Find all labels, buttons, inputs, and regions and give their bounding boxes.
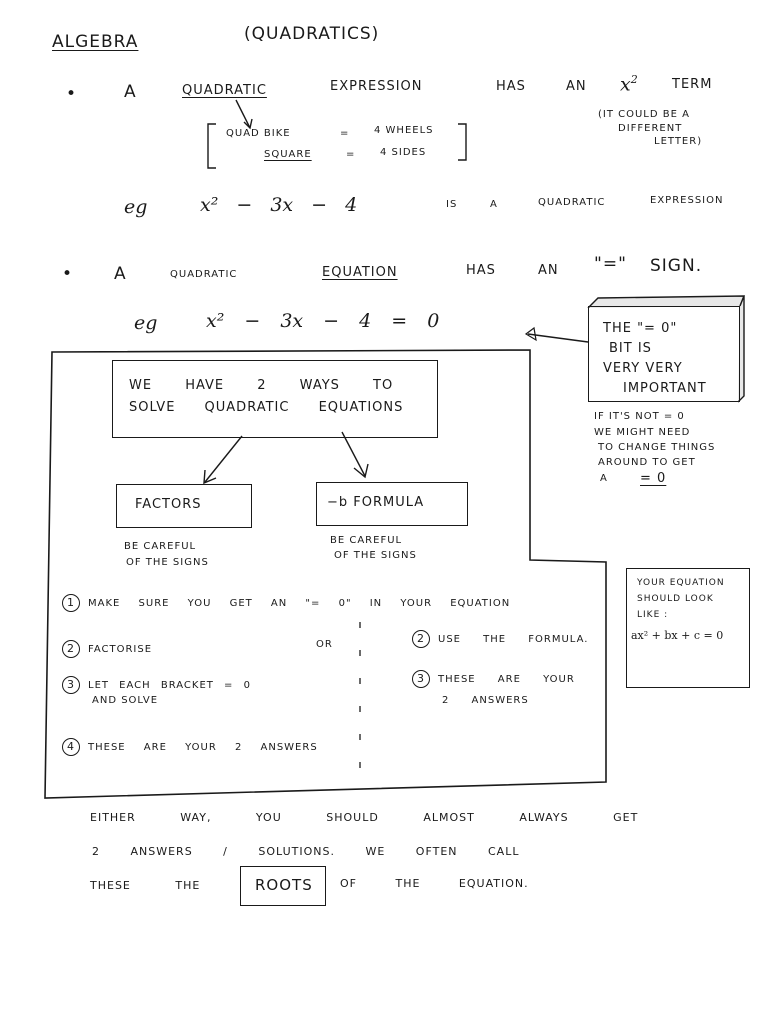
factors-caution-2: OF THE SIGNS <box>126 557 209 568</box>
bracket-4-wheels: 4 WHEELS <box>374 125 434 136</box>
step-3-line2: AND SOLVE <box>92 695 159 706</box>
important-line-4: IMPORTANT <box>623 381 707 396</box>
should-look-line-1: YOUR EQUATION <box>637 578 725 588</box>
note-zero-3: TO CHANGE THINGS <box>598 442 716 453</box>
ways-line-2: SOLVE QUADRATIC EQUATIONS <box>129 400 404 415</box>
note-zero-1: IF IT'S NOT = 0 <box>594 411 685 422</box>
formula-step-3-line2: 2 ANSWERS <box>442 695 529 706</box>
page-subtitle: (QUADRATICS) <box>244 24 380 44</box>
bullet-2: • <box>62 264 74 284</box>
formula-caution-1: BE CAREFUL <box>330 535 403 546</box>
bracket-eq-1: = <box>340 128 350 139</box>
line1-word-term: TERM <box>672 77 713 92</box>
note-zero-2: WE MIGHT NEED <box>594 427 691 438</box>
bracket-square: SQUARE <box>264 149 312 160</box>
ways-line-1: WE HAVE 2 WAYS TO <box>129 378 394 393</box>
formula-caution-2: OF THE SIGNS <box>334 550 417 561</box>
important-line-2: BIT IS <box>609 341 652 356</box>
formula-label: −b FORMULA <box>327 495 425 510</box>
line1-word-an: AN <box>566 79 587 94</box>
bracket-quad-bike: QUAD BIKE <box>226 128 291 139</box>
important-box: THE "= 0" BIT IS VERY VERY IMPORTANT <box>588 306 740 402</box>
example1-eg: eg <box>124 196 148 218</box>
line2-word-quadratic: QUADRATIC <box>170 269 238 280</box>
note-letter-3: LETTER) <box>654 136 703 147</box>
note-zero-5-value: = 0 <box>640 471 667 486</box>
note-letter-1: (IT COULD BE A <box>598 109 690 120</box>
example2-equation: x² − 3x − 4 = 0 <box>206 310 440 332</box>
roots-word: ROOTS <box>255 876 313 894</box>
or-label: OR <box>316 639 333 650</box>
ways-box: WE HAVE 2 WAYS TO SOLVE QUADRATIC EQUATI… <box>112 360 438 438</box>
line1-word-expression: EXPRESSION <box>330 79 423 94</box>
should-look-box: YOUR EQUATION SHOULD LOOK LIKE : ax² + b… <box>626 568 750 688</box>
example1-expression: x² − 3x − 4 <box>200 194 358 216</box>
conclusion-line-3b: OF THE EQUATION. <box>340 877 529 890</box>
important-line-1: THE "= 0" <box>603 321 678 336</box>
should-look-line-2: SHOULD LOOK <box>637 594 714 604</box>
example1-expression-word: EXPRESSION <box>650 195 724 206</box>
bracket-4-sides: 4 SIDES <box>380 147 427 158</box>
page-title: ALGEBRA <box>52 32 139 52</box>
example2-eg: eg <box>134 312 158 334</box>
line2-equals-sign: "=" <box>594 254 627 274</box>
should-look-line-3: LIKE : <box>637 610 669 620</box>
factors-label: FACTORS <box>135 497 202 512</box>
line1-word-a: A <box>124 82 137 102</box>
note-zero-5-prefix: A <box>600 473 608 484</box>
line2-word-equation: EQUATION <box>322 265 398 280</box>
conclusion-line-3a: THESE THE <box>90 879 201 892</box>
note-zero-4: AROUND TO GET <box>598 457 696 468</box>
line2-word-sign: SIGN. <box>650 256 703 276</box>
roots-box: ROOTS <box>240 866 326 906</box>
example1-quadratic: QUADRATIC <box>538 197 606 208</box>
important-line-3: VERY VERY <box>603 361 683 376</box>
conclusion-line-2: 2 ANSWERS / SOLUTIONS. WE OFTEN CALL <box>92 845 520 858</box>
line1-x-squared: x2 <box>620 73 638 96</box>
bracket-eq-2: = <box>346 149 356 160</box>
example1-is: IS <box>446 199 458 210</box>
example1-a: A <box>490 199 498 210</box>
factors-caution-1: BE CAREFUL <box>124 541 197 552</box>
note-letter-2: DIFFERENT <box>618 123 683 134</box>
line2-word-a: A <box>114 264 127 284</box>
factors-box: FACTORS <box>116 484 252 528</box>
general-form-formula: ax² + bx + c = 0 <box>631 629 724 642</box>
line2-word-has: HAS <box>466 263 496 278</box>
line1-word-has: HAS <box>496 79 526 94</box>
formula-box: −b FORMULA <box>316 482 468 526</box>
line1-word-quadratic: QUADRATIC <box>182 83 267 98</box>
bullet-1: • <box>66 84 78 104</box>
line2-word-an: AN <box>538 263 559 278</box>
conclusion-line-1: EITHER WAY, YOU SHOULD ALMOST ALWAYS GET <box>90 811 639 824</box>
